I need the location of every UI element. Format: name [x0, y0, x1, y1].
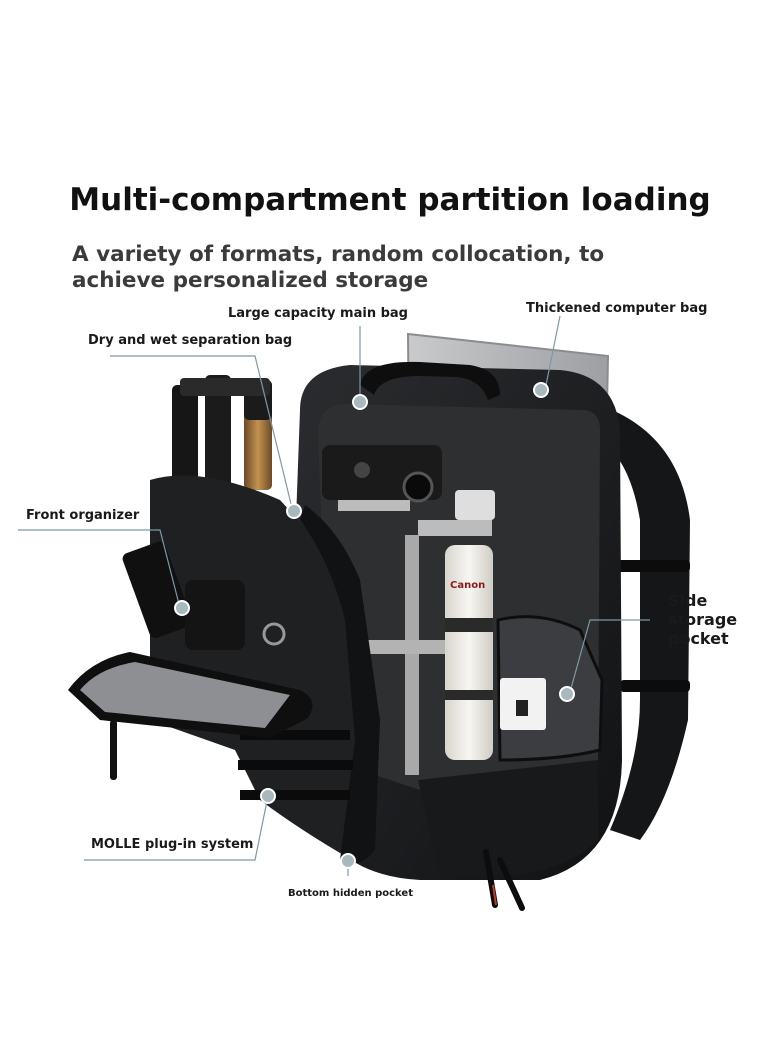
callout-dry-wet-separation-bag: Dry and wet separation bag	[88, 333, 293, 348]
callout-front-organizer: Front organizer	[26, 508, 140, 523]
tripod	[172, 375, 272, 490]
callout-large-capacity-main-bag: Large capacity main bag	[228, 306, 408, 321]
callout-lines	[18, 315, 650, 876]
callout-dot-computer-bag	[533, 382, 549, 398]
callout-dots	[174, 382, 575, 869]
callout-molle-plug-in-system: MOLLE plug-in system	[91, 837, 254, 852]
page-title: Multi-compartment partition loading	[69, 182, 711, 218]
callout-dot-dry-wet	[286, 503, 302, 519]
callout-side-storage-pocket: Side storage pocket	[668, 591, 738, 648]
lens-brand-text: Canon	[450, 580, 485, 591]
callout-dot-side-pocket	[559, 686, 575, 702]
callout-dot-main-bag	[352, 394, 368, 410]
backpack-body: Canon	[296, 361, 622, 911]
callout-dot-front-organizer	[174, 600, 190, 616]
callout-dot-bottom-pocket	[340, 853, 356, 869]
front-flap	[68, 475, 380, 864]
page-subtitle: A variety of formats, random collocation…	[72, 242, 605, 293]
callout-bottom-hidden-pocket: Bottom hidden pocket	[288, 888, 413, 899]
shoulder-strap	[600, 410, 690, 840]
callout-dot-molle	[260, 788, 276, 804]
callout-thickened-computer-bag: Thickened computer bag	[526, 301, 708, 316]
